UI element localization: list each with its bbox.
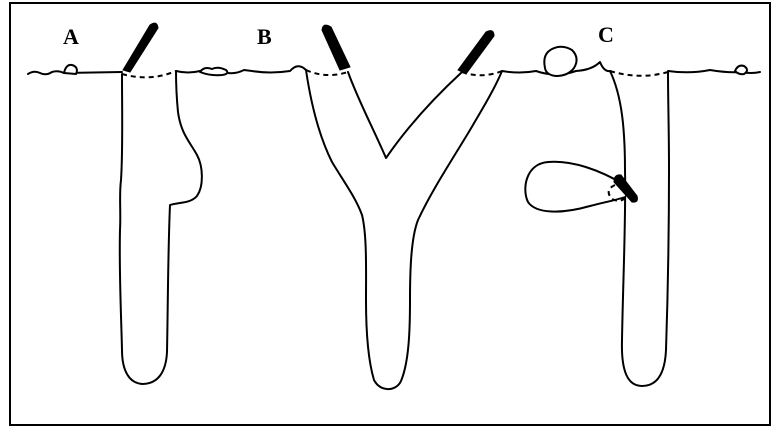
surface-debris-3 <box>735 66 747 75</box>
surface-debris-1 <box>64 65 77 74</box>
panel-label-a: A <box>63 24 79 49</box>
surface-debris-2 <box>200 68 227 75</box>
surface-nodule <box>544 47 576 76</box>
panel-label-b: B <box>257 24 272 49</box>
panel-label-c: C <box>598 22 614 47</box>
